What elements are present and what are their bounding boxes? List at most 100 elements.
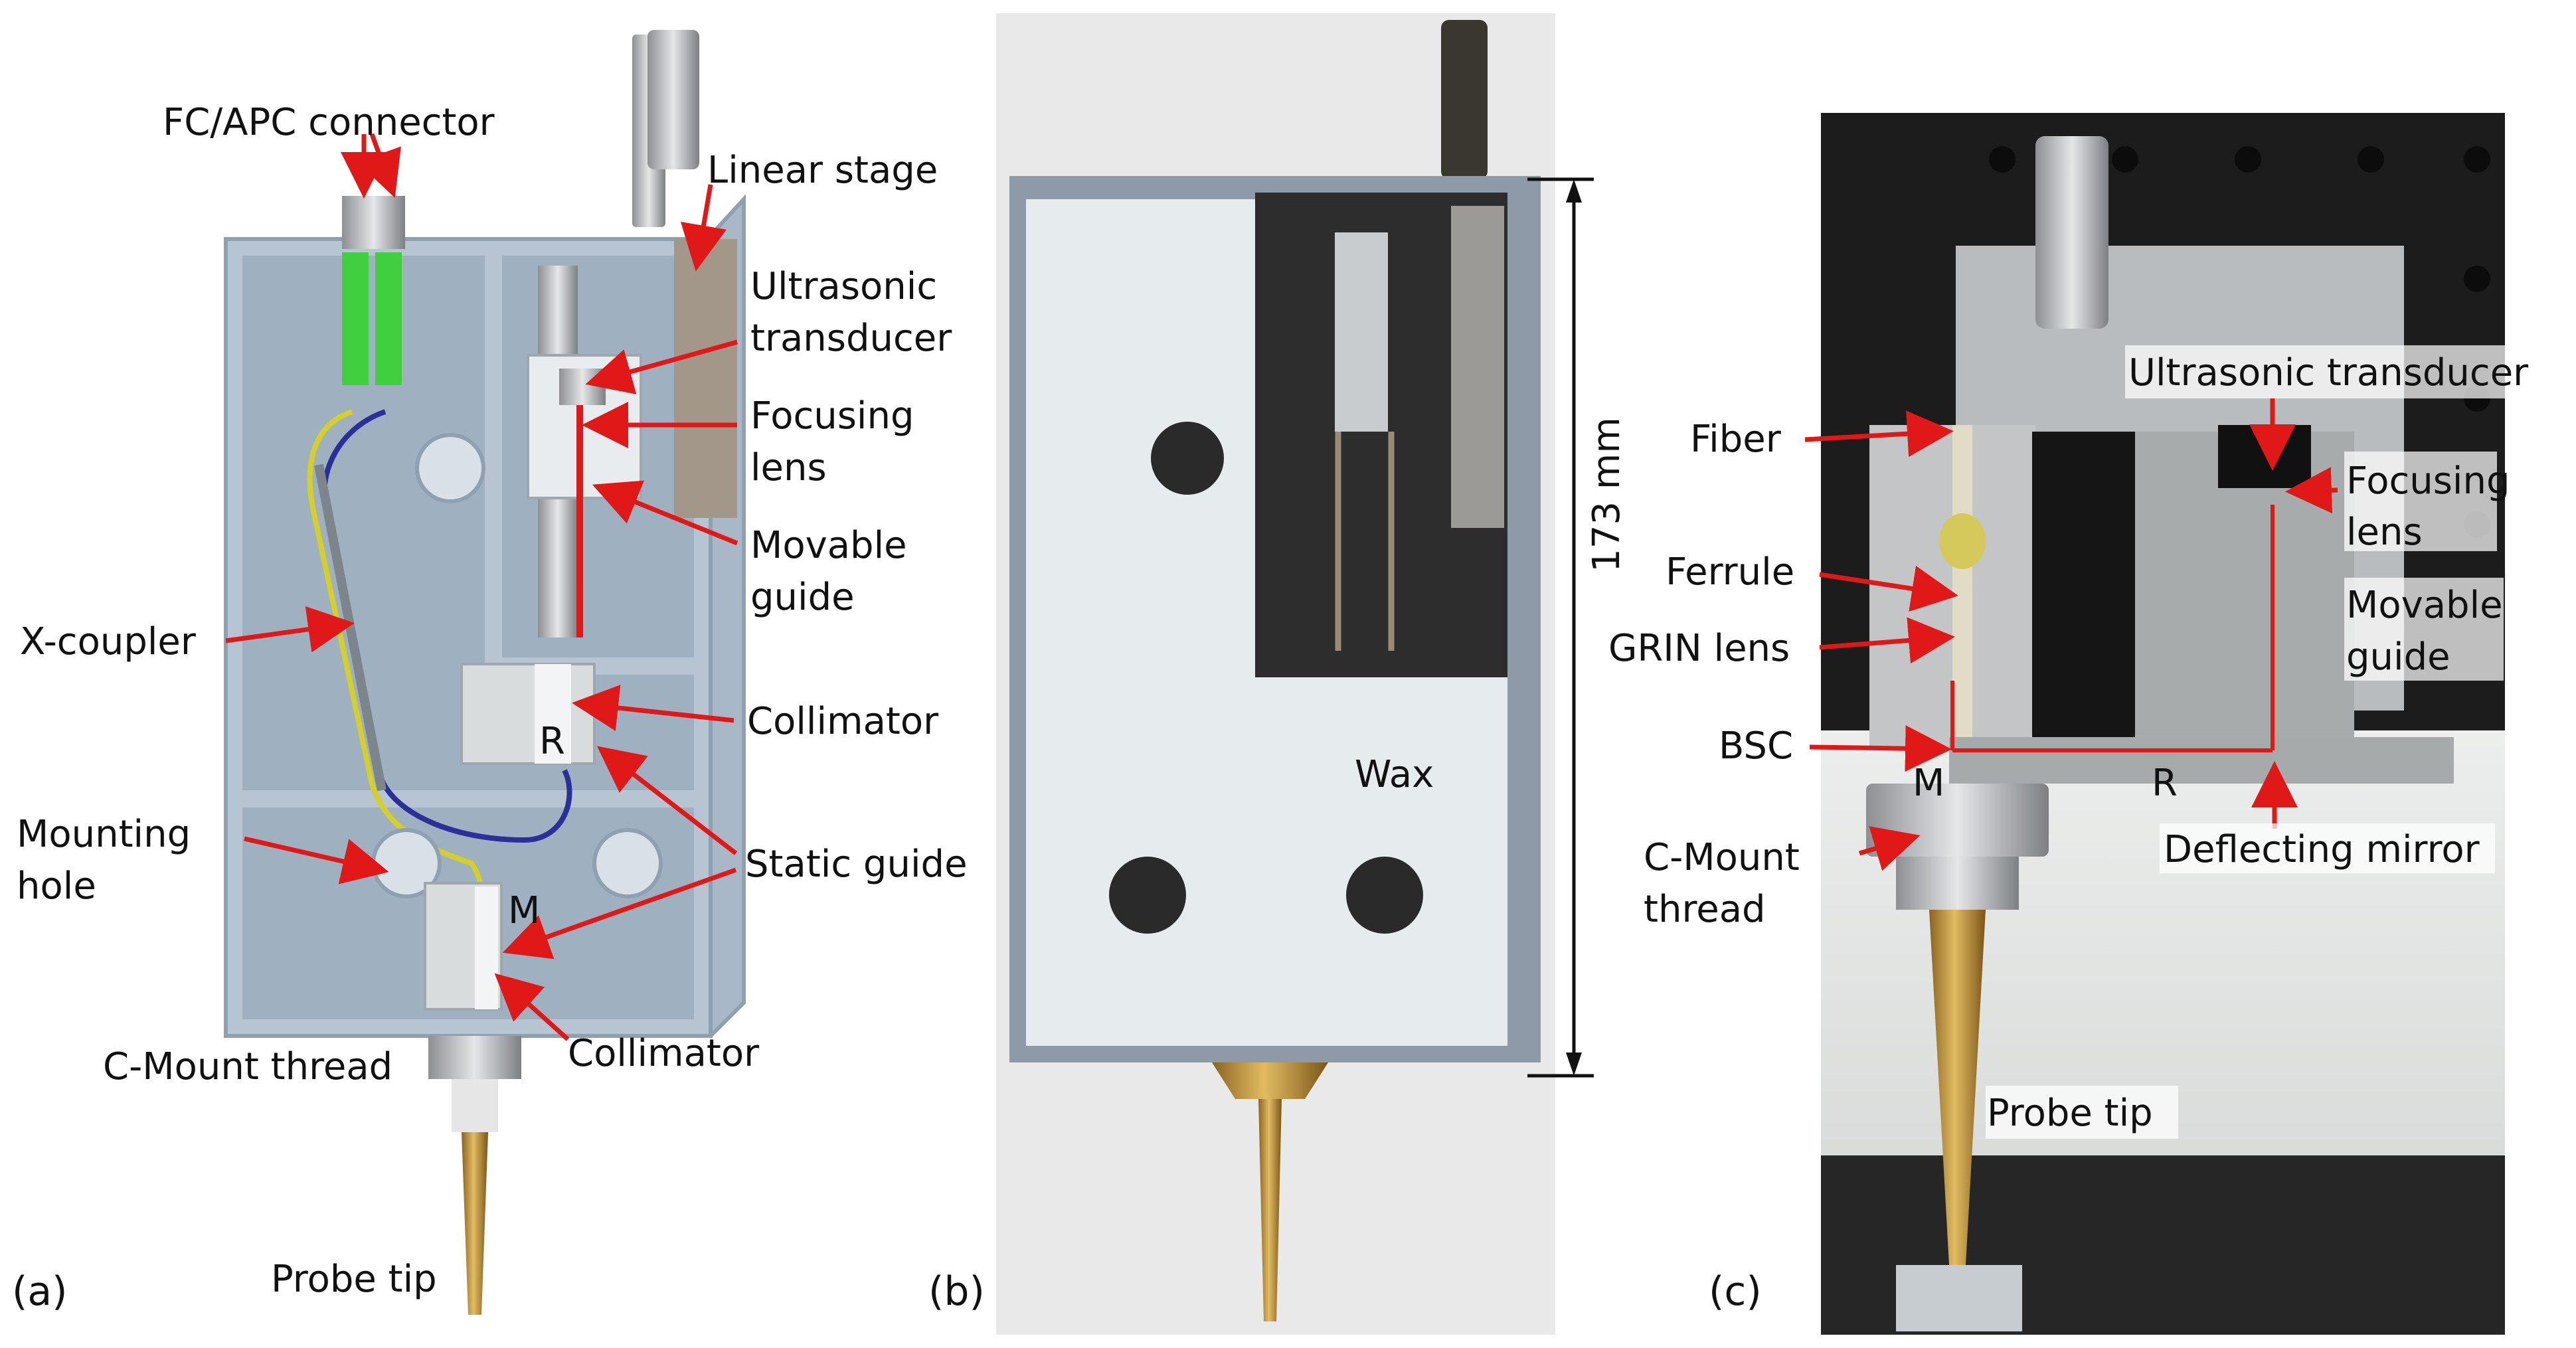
label-box-deflecting: [2160, 823, 2495, 873]
arrow-mounting-hole: [244, 836, 389, 885]
marker-m: M: [508, 889, 540, 932]
label-box-movable: [2344, 578, 2504, 681]
c-mount-thread-part: [428, 1036, 521, 1079]
dimension-173mm: [1527, 177, 1594, 1078]
linear-stage-block: [674, 239, 737, 518]
arrow-movable-guide: [592, 480, 738, 546]
label-ultrasonic-transducer-c: Ultrasonic transducer: [2128, 351, 2529, 394]
sample-c: [1896, 1265, 2022, 1331]
transducer-c: [2218, 425, 2311, 488]
hole-b-3: [1346, 857, 1423, 934]
arrow-collimator-bottom: [494, 973, 570, 1041]
panel-b: 173 mm Wax (b): [928, 13, 1628, 1335]
housing-inner-wall: [485, 256, 502, 667]
label-linear-stage: Linear stage: [707, 149, 938, 192]
transducer-mount-b: [1335, 232, 1388, 432]
stage-block-b: [1451, 206, 1504, 528]
label-box-probe-tip: [1986, 1086, 2178, 1139]
arrow-focusing-lens-c: [2285, 467, 2338, 514]
panel-c: Ultrasonic transducer Focusing lens Mova…: [1608, 113, 2570, 1335]
fc-apc-connector-body: [342, 196, 405, 249]
micrometer-b: [1441, 20, 1488, 179]
panel-label-c: (c): [1709, 1268, 1762, 1315]
label-movable-guide-1: Movable: [750, 524, 907, 567]
rail-c: [1949, 737, 2454, 784]
collimator-top-block: [460, 663, 596, 765]
beam-path-c: [1950, 505, 2275, 752]
label-movable-guide-2: guide: [750, 576, 855, 619]
panel-a: FC/APC connector Linear stage Ultrasonic…: [12, 30, 968, 1315]
arrow-fc-apc-2: [357, 133, 401, 199]
marker-m-c: M: [1913, 762, 1944, 805]
arrow-ferrule: [1819, 565, 1958, 612]
hole-b-1: [1151, 422, 1224, 495]
label-deflecting-mirror: Deflecting mirror: [2164, 828, 2480, 871]
wax-fill: [1026, 199, 1507, 1046]
c-mount-collar-c: [1896, 857, 2019, 910]
fiber-blue: [321, 409, 572, 843]
arrows-panel-c: [1804, 398, 2338, 871]
label-c-mount-thread-c-2: thread: [1644, 888, 1766, 931]
label-box-ultrasonic: [2125, 345, 2570, 398]
label-c-mount-thread-c-1: C-Mount: [1644, 836, 1800, 879]
probe-tip-b: [1258, 1099, 1282, 1321]
panel-label-a: (a): [12, 1268, 68, 1315]
label-box-focusing: [2344, 452, 2497, 551]
marker-r: R: [539, 720, 565, 763]
micrometer-c: [2035, 136, 2108, 329]
label-probe-tip-c: Probe tip: [1987, 1092, 2153, 1135]
label-collimator-bottom: Collimator: [568, 1032, 760, 1075]
label-static-guide: Static guide: [745, 843, 968, 886]
marker-r-c: R: [2152, 762, 2178, 805]
label-grin-lens: GRIN lens: [1608, 627, 1790, 670]
beam-red-upper: [576, 405, 583, 637]
arrow-linear-stage: [680, 184, 727, 272]
arrow-static-guide-1: [596, 746, 738, 855]
probe-tip-c: [1929, 910, 1986, 1265]
fiber-yellow: [307, 409, 487, 917]
mounting-hole-upper: [415, 433, 485, 503]
panel-label-b: (b): [928, 1268, 985, 1315]
label-bsc: BSC: [1719, 724, 1793, 768]
label-mounting-hole-1: Mounting: [17, 813, 191, 856]
green-fiber-boot-1: [342, 252, 369, 385]
label-x-coupler: X-coupler: [20, 620, 197, 663]
arrows-panel-a: [225, 133, 738, 1041]
arrow-bsc: [1809, 725, 1952, 772]
arrow-fiber: [1804, 410, 1954, 458]
label-fc-apc-connector: FC/APC connector: [163, 101, 495, 144]
fiber-channel: [1952, 425, 1972, 750]
c-mount-b: [1212, 1062, 1328, 1099]
arrow-ultrasonic-transducer: [585, 339, 738, 394]
green-fiber-boot-2: [375, 252, 402, 385]
linear-stage-c: [2032, 432, 2138, 737]
label-c-mount-thread: C-Mount thread: [103, 1045, 392, 1088]
micrometer-head: [647, 30, 699, 169]
ferrule-part: [1939, 513, 1986, 569]
label-focusing-lens-c-1: Focusing: [2346, 460, 2510, 503]
probe-tip-part: [462, 1132, 488, 1315]
arrow-c-mount: [1859, 826, 1921, 871]
c-mount-collar: [452, 1079, 498, 1132]
label-fiber: Fiber: [1690, 418, 1782, 461]
label-probe-tip: Probe tip: [271, 1258, 437, 1301]
mounting-hole-right: [592, 828, 663, 898]
label-collimator-top: Collimator: [747, 700, 939, 743]
ultrasonic-transducer-part: [559, 369, 606, 405]
label-ultrasonic-transducer-2: transducer: [750, 317, 952, 360]
label-focusing-lens-2: lens: [750, 446, 827, 489]
label-dimension: 173 mm: [1585, 417, 1628, 572]
hole-b-2: [1109, 857, 1186, 934]
label-ferrule: Ferrule: [1666, 550, 1794, 594]
collimator-top-face: [535, 664, 571, 764]
label-wax: Wax: [1355, 753, 1434, 796]
label-movable-guide-c-2: guide: [2346, 635, 2450, 679]
label-movable-guide-c-1: Movable: [2346, 584, 2503, 627]
collimator-bottom-face: [475, 886, 498, 1009]
label-ultrasonic-transducer-1: Ultrasonic: [750, 265, 937, 308]
arrow-x-coupler: [225, 606, 355, 653]
arrow-static-guide-2: [502, 867, 737, 960]
label-focusing-lens-c-2: lens: [2346, 511, 2423, 554]
label-focusing-lens-1: Focusing: [750, 394, 914, 438]
